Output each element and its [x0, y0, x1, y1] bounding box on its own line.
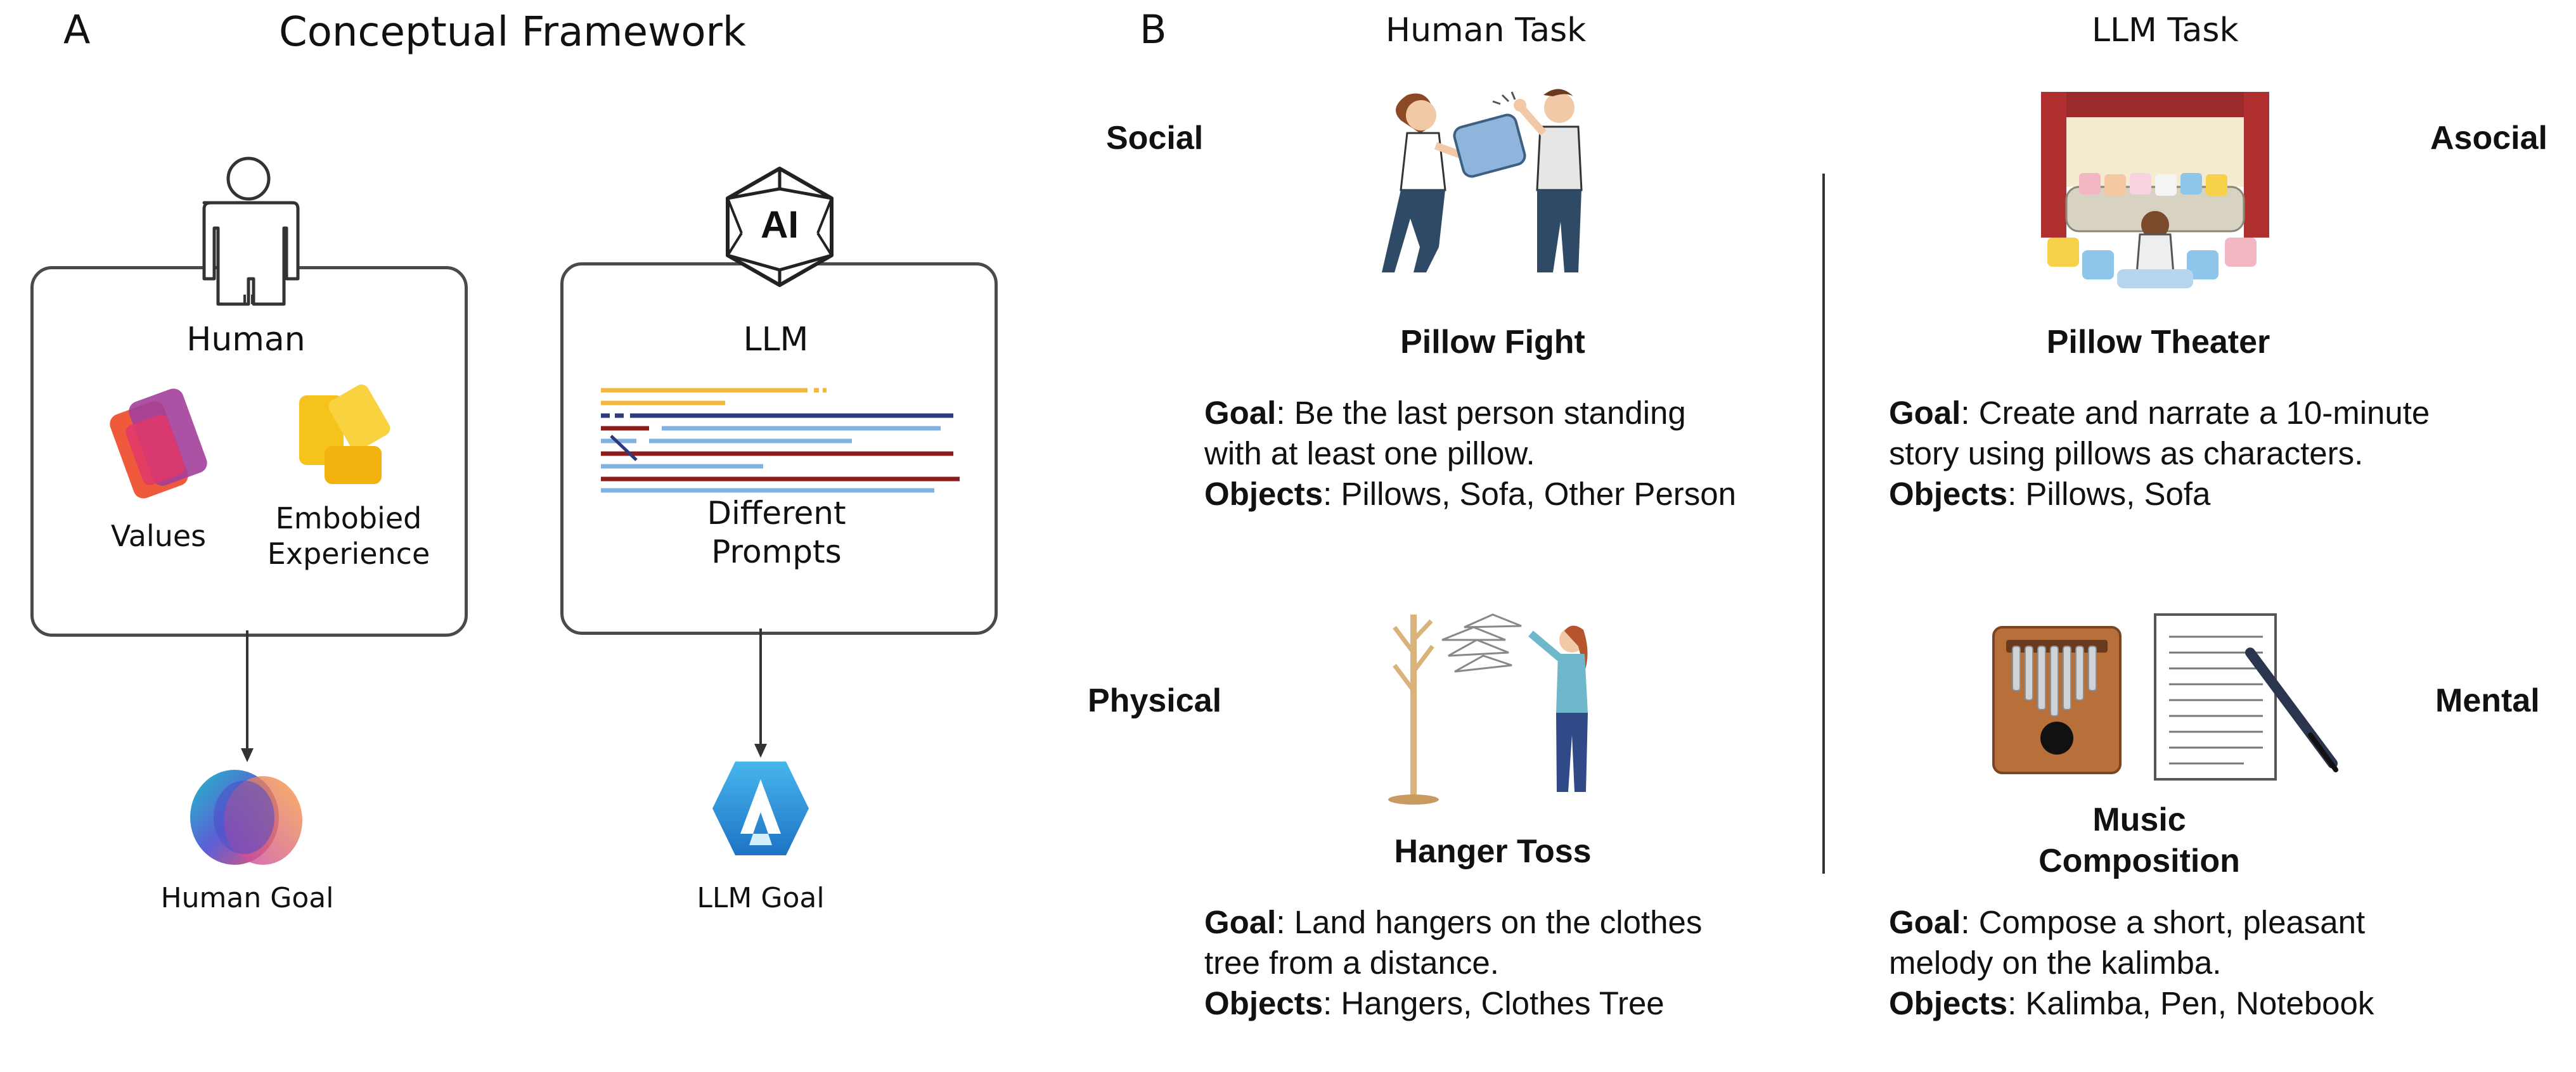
- pillow-theater-illustration: [2041, 92, 2269, 288]
- hanger-toss-illustration: [1388, 613, 1588, 805]
- human-box: [30, 266, 468, 637]
- kalimba-notebook-illustration: [1992, 613, 2338, 781]
- embodied-experience-icon: [299, 384, 390, 484]
- human-arrow: [241, 630, 254, 762]
- llm-goal-icon: [712, 762, 809, 855]
- values-label: Values: [110, 519, 207, 553]
- ai-icon-text: AI: [761, 203, 799, 246]
- task-name-pillow-fight: Pillow Fight: [1400, 324, 1585, 361]
- task-desc-hanger-toss: Goal: Land hangers on the clothes tree f…: [1204, 904, 1703, 1021]
- llm-goal-label: LLM Goal: [697, 882, 825, 914]
- column-divider: [1822, 174, 1825, 874]
- task-name-pillow-theater: Pillow Theater: [2046, 324, 2270, 361]
- row-label-asocial: Asocial: [2430, 120, 2547, 156]
- panel-b-letter: B: [1140, 6, 1167, 53]
- panel-a-letter: A: [63, 6, 91, 53]
- row-label-physical: Physical: [1088, 682, 1222, 719]
- llm-task-column-title: LLM Task: [2092, 11, 2239, 49]
- human-box-label: Human: [186, 321, 306, 359]
- task-desc-pillow-theater: Goal: Create and narrate a 10-minute sto…: [1889, 395, 2430, 512]
- human-goal-icon: [190, 770, 302, 865]
- values-icon: [110, 388, 207, 499]
- task-desc-pillow-fight: Goal: Be the last person standing with a…: [1204, 395, 1737, 512]
- panel-a-title: Conceptual Framework: [279, 9, 746, 56]
- pillow-fight-illustration: [1382, 89, 1583, 272]
- human-figure-icon: [202, 156, 300, 306]
- human-goal-label: Human Goal: [160, 882, 334, 914]
- task-name-hanger-toss: Hanger Toss: [1394, 833, 1592, 870]
- task-desc-music-composition: Goal: Compose a short, pleasant melody o…: [1889, 904, 2374, 1021]
- row-label-social: Social: [1106, 120, 1204, 156]
- llm-box-label: LLM: [743, 321, 809, 359]
- row-label-mental: Mental: [2435, 682, 2540, 719]
- human-task-column-title: Human Task: [1386, 11, 1587, 49]
- llm-arrow: [754, 629, 767, 758]
- ai-polyhedron-icon: [726, 167, 834, 287]
- prompt-lines-graphic: [601, 388, 960, 493]
